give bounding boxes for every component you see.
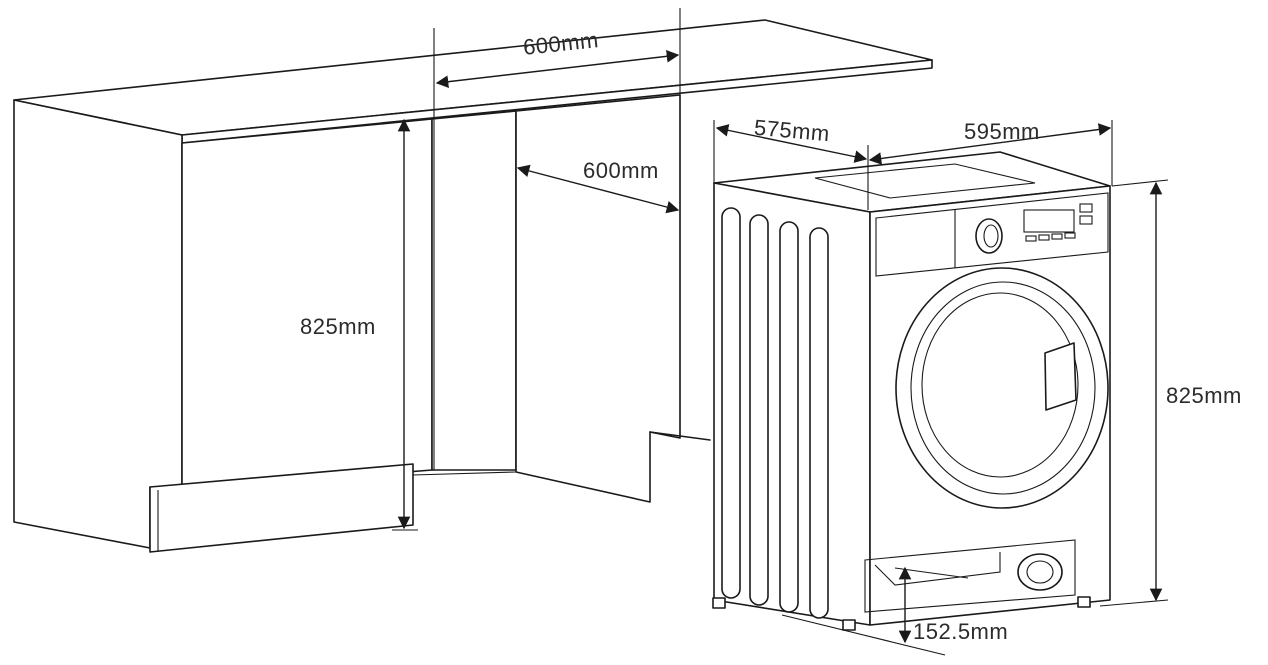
side-rib-4: [809, 227, 829, 619]
door-middle-ring: [910, 281, 1096, 495]
button-2: [1038, 234, 1050, 241]
control-panel: [875, 192, 1109, 277]
washing-machine: [712, 151, 1111, 631]
button-3: [1051, 233, 1063, 240]
program-knob-inner: [983, 224, 999, 248]
machine-height-ext-bottom: [1099, 599, 1169, 607]
niche-side-wall: [515, 94, 681, 503]
side-rib-3: [779, 221, 799, 613]
foot-front-right: [1077, 596, 1091, 608]
door-glass: [921, 292, 1079, 478]
pump-filter-inner: [1026, 560, 1054, 584]
cabinet-depth-label: 600mm: [583, 158, 659, 183]
cabinet-width-arrow: [435, 50, 680, 88]
machine-top-panel: [814, 163, 1036, 199]
machine-height-label: 825mm: [1166, 383, 1242, 408]
cabinet-front-panel: [181, 118, 433, 491]
button-1: [1025, 235, 1037, 242]
pump-filter: [1017, 553, 1063, 591]
niche-floor-line: [412, 471, 517, 476]
machine-height-ext-top: [1111, 179, 1169, 187]
niche-back-wall: [431, 110, 517, 471]
door-outer-ring: [895, 267, 1109, 509]
cabinet-plinth: [149, 463, 414, 553]
button-6: [1079, 215, 1093, 225]
plinth-height-label: 152.5mm: [913, 619, 1009, 644]
machine-width-arrow: [868, 123, 1112, 165]
machine-depth-arrow: [715, 124, 868, 163]
side-rib-1: [721, 207, 741, 599]
kick-plate: [864, 539, 1076, 613]
foot-left: [712, 597, 726, 609]
foot-front-left: [842, 619, 856, 631]
button-4: [1064, 232, 1076, 239]
cabinet-height-label: 825mm: [300, 314, 376, 339]
button-5: [1079, 203, 1093, 213]
kick-plate-groove: [874, 552, 1001, 586]
plinth-floor-line: [781, 614, 946, 656]
door-handle: [1044, 342, 1077, 411]
display-window: [1023, 209, 1075, 233]
cabinet-depth-arrow: [516, 164, 680, 214]
side-rib-2: [749, 214, 769, 606]
cabinet-left-side: [13, 99, 183, 549]
machine-width-label: 595mm: [964, 119, 1040, 144]
